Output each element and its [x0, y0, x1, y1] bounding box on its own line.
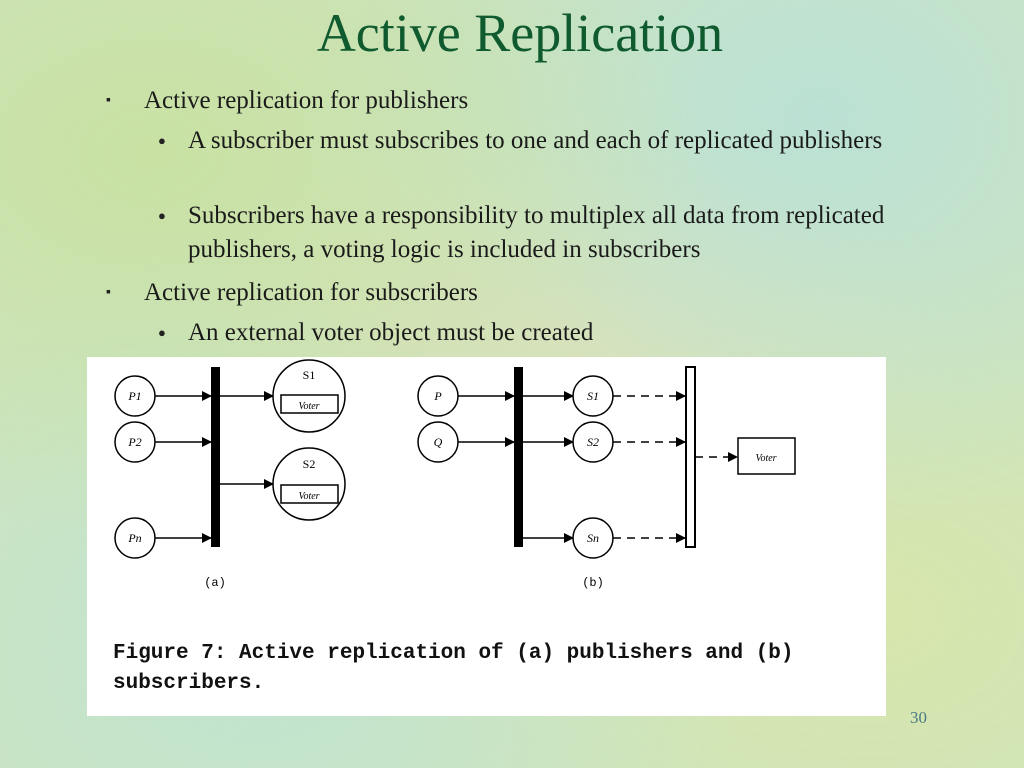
subscriber-label: S1: [587, 389, 599, 403]
publisher-label: P1: [127, 389, 141, 403]
subscriber-label: S1: [303, 368, 316, 382]
sub-bullet-item: ● An external voter object must be creat…: [158, 316, 888, 350]
sub-bullet-item: ● A subscriber must subscribes to one an…: [158, 124, 888, 158]
round-bullet-icon: ●: [158, 325, 166, 340]
square-bullet-icon: ▪: [106, 285, 111, 300]
voter-label: Voter: [755, 453, 776, 464]
figure-7-image: P1 P2 Pn S1 Voter S2 Voter (a) P Q: [87, 357, 886, 716]
bullet-item: ▪ Active replication for subscribers: [106, 276, 478, 310]
voter-label: Voter: [298, 491, 319, 502]
panel-a-label: (a): [204, 576, 226, 590]
external-voter-box: [737, 437, 796, 475]
subscriber-label: Sn: [587, 531, 599, 545]
voter-box: [280, 484, 339, 504]
bullet-item: ▪ Active replication for publishers: [106, 84, 469, 118]
sub-bullet-text: Subscribers have a responsibility to mul…: [188, 202, 885, 263]
channel-bar-b: [514, 367, 523, 547]
square-bullet-icon: ▪: [106, 93, 111, 108]
voter-channel-bar: [685, 366, 696, 548]
voter-box: [280, 394, 339, 414]
round-bullet-icon: ●: [158, 208, 166, 223]
slide-title: Active Replication: [316, 3, 724, 63]
bullet-text: Active replication for publishers: [144, 87, 469, 114]
sub-bullet-text: A subscriber must subscribes to one and …: [188, 127, 883, 154]
sub-bullet-item: ● Subscribers have a responsibility to m…: [158, 199, 908, 267]
voter-label: Voter: [298, 401, 319, 412]
figure-caption: Figure 7: Active replication of (a) publ…: [113, 642, 794, 695]
publisher-label: Pn: [127, 531, 141, 545]
page-number: 30: [910, 708, 927, 727]
publisher-label: P2: [127, 435, 141, 449]
round-bullet-icon: ●: [158, 133, 166, 148]
subscriber-label: S2: [587, 435, 599, 449]
channel-bar-a: [211, 367, 220, 547]
replication-diagram: P1 P2 Pn S1 Voter S2 Voter (a) P Q: [114, 359, 796, 590]
panel-b-label: (b): [582, 576, 604, 590]
subscriber-label: S2: [303, 457, 316, 471]
sub-bullet-text: An external voter object must be created: [188, 319, 594, 346]
bullet-text: Active replication for subscribers: [144, 279, 478, 306]
publisher-label: Q: [434, 435, 443, 449]
publisher-label: P: [433, 389, 442, 403]
